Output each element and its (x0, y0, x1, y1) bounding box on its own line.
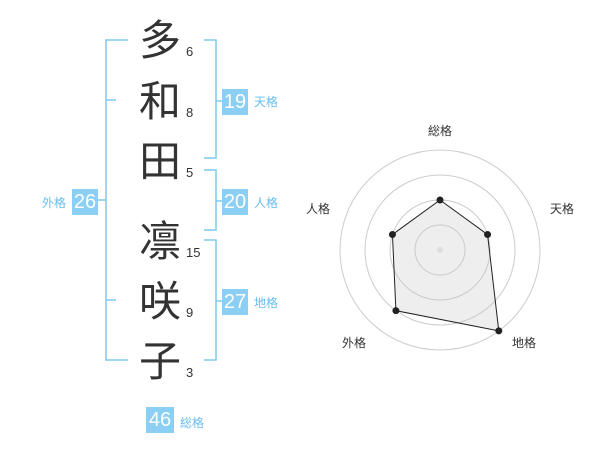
radar-point-5 (388, 231, 396, 239)
radar-ring-4 (339, 149, 541, 351)
name-char-3: 田 (138, 137, 181, 186)
stroke-count-4: 15 (186, 245, 201, 260)
radar-center (437, 247, 443, 253)
radar-label-soukaku: 総格 (428, 124, 453, 138)
radar-point-2 (484, 231, 492, 239)
radar-point-1 (436, 196, 444, 204)
jinkaku-bracket (204, 169, 217, 231)
name-char-2: 和 (138, 77, 181, 126)
soukaku-value: 46 (146, 407, 174, 433)
stroke-count-3: 5 (186, 165, 194, 180)
name-char-6: 子 (138, 337, 181, 386)
radar-label-tenkaku: 天格 (550, 202, 575, 216)
stroke-count-5: 9 (186, 305, 194, 320)
stroke-count-2: 8 (186, 105, 194, 120)
radar-point-3 (495, 327, 503, 335)
name-char-4: 凛 (138, 217, 181, 266)
chikaku-value: 27 (222, 289, 248, 315)
tenkaku-bracket (204, 39, 217, 159)
radar-label-gaikaku: 外格 (342, 336, 367, 350)
radar-rings (339, 149, 541, 351)
chikaku-bracket (204, 239, 217, 361)
chikaku-label: 地格 (254, 296, 279, 310)
tenkaku-label: 天格 (254, 95, 279, 109)
radar-label-chikaku: 地格 (512, 336, 537, 350)
stroke-count-6: 3 (186, 365, 194, 380)
tenkaku-value: 19 (222, 89, 248, 115)
jinkaku-value: 20 (222, 189, 248, 215)
radar-points (388, 196, 503, 335)
jinkaku-label: 人格 (254, 196, 279, 210)
name-char-5: 咲 (138, 277, 181, 326)
gaikaku-label: 外格 (42, 196, 67, 210)
radar-label-jinkaku: 人格 (306, 202, 331, 216)
name-char-1: 多 (138, 16, 181, 65)
stroke-count-1: 6 (186, 44, 194, 59)
soukaku-label: 総格 (180, 416, 205, 430)
radar-point-4 (392, 307, 400, 315)
gaikaku-value: 26 (72, 189, 98, 215)
radar-polygon (391, 199, 500, 332)
radar-ring-3 (364, 174, 516, 326)
radar-ring-1 (414, 224, 466, 276)
